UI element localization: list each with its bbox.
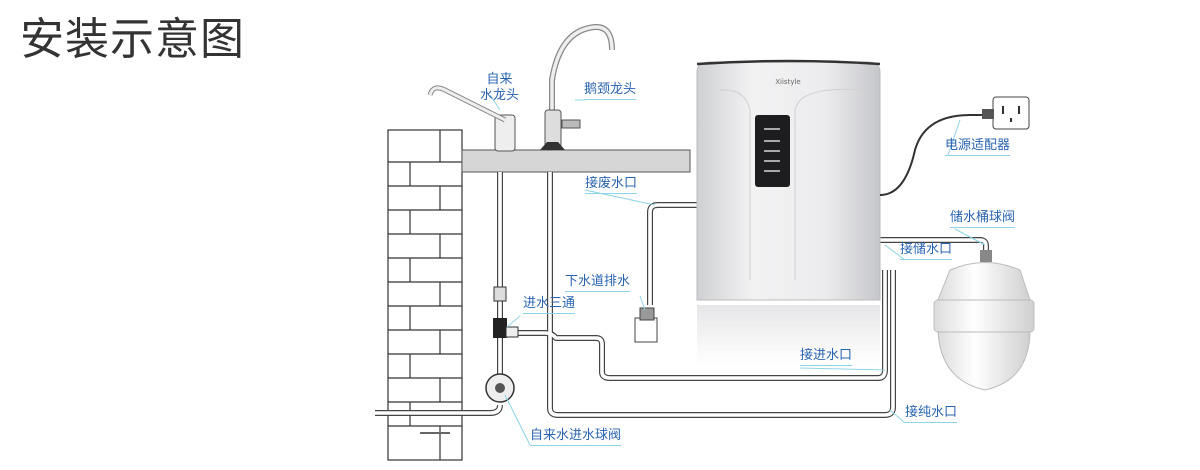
label-drain: 下水道排水 (565, 274, 631, 292)
label-gooseneck: 鹅颈龙头 (584, 82, 637, 100)
label-waste-port: 接废水口 (585, 176, 638, 194)
label-storage-port: 接储水口 (900, 242, 953, 260)
tap-faucet (427, 85, 516, 152)
page-title: 安装示意图 (20, 14, 245, 65)
inlet-ball-valve (485, 373, 515, 403)
water-purifier: Xiistyle (696, 59, 881, 365)
pipes (375, 172, 989, 434)
label-power-adapter: 电源适配器 (945, 138, 1011, 156)
countertop (461, 149, 691, 173)
inlet-tee (493, 286, 519, 338)
label-pure-port: 接纯水口 (905, 405, 958, 423)
brick-wall (387, 129, 463, 461)
label-tap-line1: 自来 (486, 72, 513, 87)
label-inlet-valve: 自来水进水球阀 (530, 428, 622, 446)
gooseneck-faucet (540, 23, 615, 150)
label-tap: 自来 水龙头 (480, 72, 519, 104)
drain-pipe (634, 307, 658, 343)
label-tank-valve: 储水桶球阀 (950, 210, 1016, 228)
leader-lines (489, 94, 986, 446)
brand-logo: Xiistyle (775, 78, 800, 86)
storage-tank (933, 250, 1035, 391)
power-adapter (879, 96, 1030, 196)
label-inlet-port: 接进水口 (800, 348, 853, 366)
label-tap-line2: 水龙头 (480, 88, 520, 103)
label-inlet-tee: 进水三通 (523, 296, 576, 314)
